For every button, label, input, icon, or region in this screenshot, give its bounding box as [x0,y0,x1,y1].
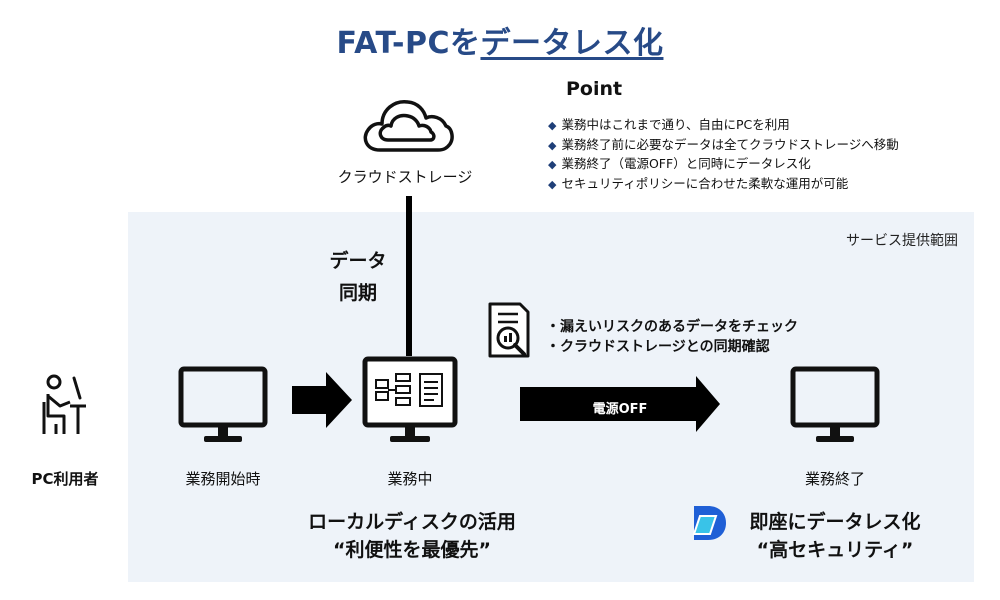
point-list: ◆業務中はこれまで通り、自由にPCを利用 ◆業務終了前に必要なデータは全てクラウ… [548,116,899,194]
point-item: ◆業務終了（電源OFF）と同時にデータレス化 [548,156,811,171]
diamond-bullet-icon: ◆ [548,138,557,152]
service-area-label: サービス提供範囲 [846,233,958,249]
diamond-bullet-icon: ◆ [548,119,557,132]
dataless-caption: 即座にデータレス化 “高セキュリティ” [749,511,921,561]
arrow-right-icon [292,372,352,428]
check-item: ・漏えいリスクのあるデータをチェック [546,319,798,335]
point-item: ◆業務中はこれまで通り、自由にPCを利用 [548,117,790,132]
page-title: FAT-PCをデータレス化 [0,18,1000,62]
pc-user-label: PC利用者 [31,470,99,488]
title-prefix: FAT-PCを [336,26,481,61]
local-disk-caption: ローカルディスクの活用 “利便性を最優先” [308,511,516,561]
cloud-storage-label: クラウドストレージ [337,168,473,186]
document-search-icon [488,302,530,358]
monitor-start-icon [178,366,268,442]
stage-start-label: 業務開始時 [185,470,261,488]
monitor-working-icon [362,356,458,442]
point-title: Point [566,78,623,100]
monitor-end-icon [790,366,880,442]
diamond-bullet-icon: ◆ [548,158,557,171]
point-item: ◆業務終了前に必要なデータは全てクラウドストレージへ移動 [548,136,899,152]
stage-working-label: 業務中 [387,470,433,488]
power-off-arrow-icon [520,376,720,432]
sync-line [406,196,412,356]
diamond-bullet-icon: ◆ [548,177,557,191]
stage-end-label: 業務終了 [804,470,865,488]
power-off-label: 電源OFF [592,402,648,417]
dataless-logo-icon [692,506,726,540]
point-item: ◆セキュリティポリシーに合わせた柔軟な運用が可能 [548,175,849,191]
check-item: ・クラウドストレージとの同期確認 [546,339,770,355]
person-at-desk-icon [42,374,86,434]
data-sync-label: データ 同期 [329,250,387,304]
title-underlined: データレス化 [480,26,664,61]
check-list: ・漏えいリスクのあるデータをチェック ・クラウドストレージとの同期確認 [546,317,798,357]
cloud-icon [363,100,454,152]
